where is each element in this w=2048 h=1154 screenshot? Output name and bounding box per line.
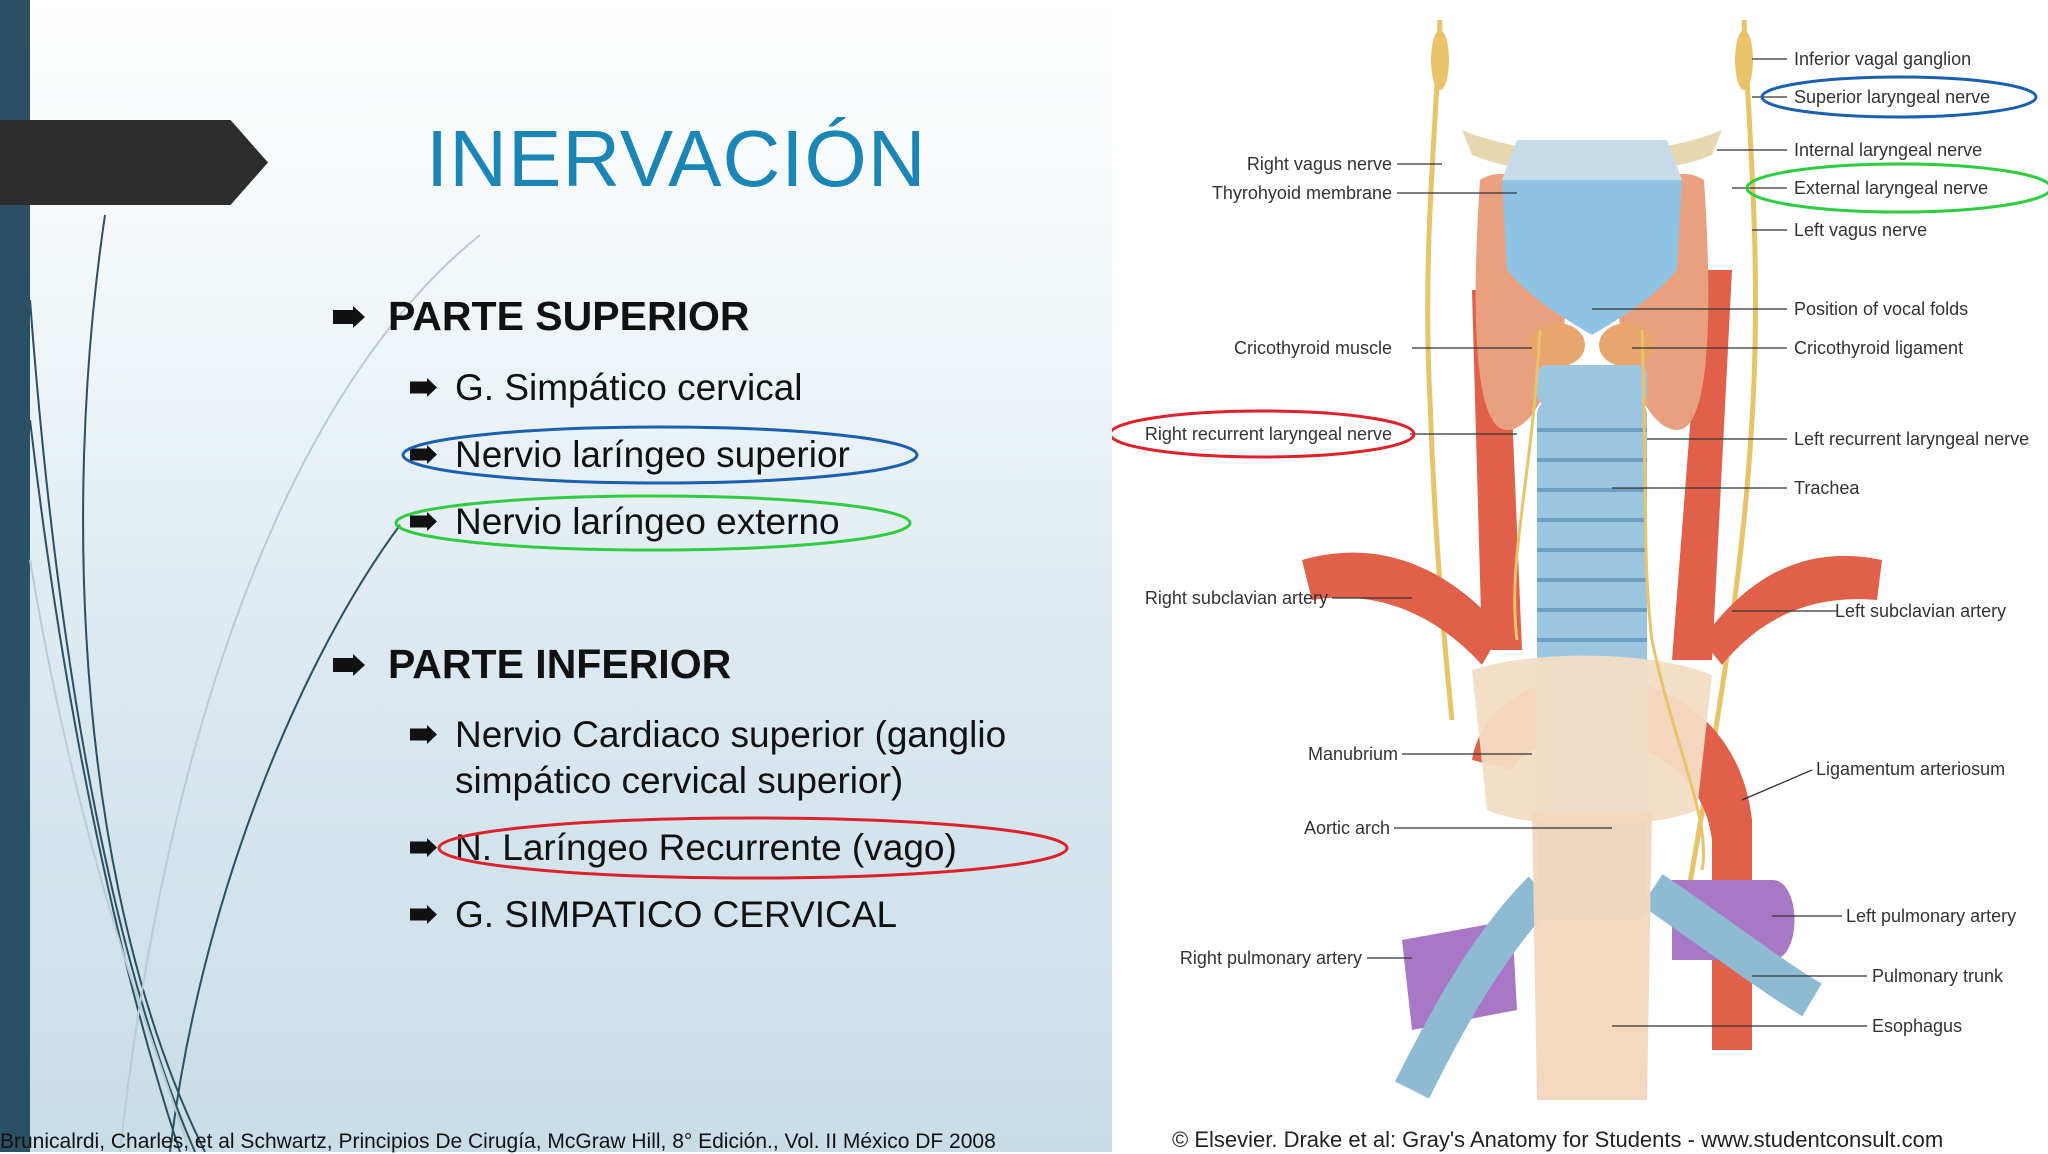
decorative-curves — [29, 214, 481, 1152]
figure-copyright: © Elsevier. Drake et al: Gray's Anatomy … — [1172, 1127, 1944, 1152]
figure-label: Esophagus — [1872, 1016, 1962, 1036]
slide-title: INERVACIÓN — [426, 114, 927, 203]
figure-label: Internal laryngeal nerve — [1794, 140, 1982, 160]
left-bronchus — [1641, 874, 1822, 1017]
bullet-arrow-icon — [410, 378, 437, 397]
highlight-ellipse-blue — [401, 425, 919, 485]
section-heading-inferior: PARTE INFERIOR — [388, 641, 732, 687]
figure-label: Right subclavian artery — [1145, 588, 1328, 608]
figure-label: External laryngeal nerve — [1794, 178, 1988, 198]
bullet-arrow-icon — [333, 654, 365, 676]
superior-item: G. Simpático cervical — [455, 367, 803, 408]
figure-label: Inferior vagal ganglion — [1794, 49, 1971, 69]
figure-label: Manubrium — [1308, 744, 1398, 764]
thyroid-cartilage — [1502, 180, 1682, 335]
bullet-arrow-icon — [410, 725, 437, 744]
figure-label: Thyrohyoid membrane — [1212, 183, 1392, 203]
figure-label: Cricothyroid muscle — [1234, 338, 1392, 358]
bullet-arrow-icon — [410, 838, 437, 857]
figure-label: Left subclavian artery — [1835, 601, 2006, 621]
figure-label: Left vagus nerve — [1794, 220, 1927, 240]
right-recurrent-laryngeal-nerve — [1513, 329, 1542, 641]
superior-item: Nervio laríngeo superior — [455, 434, 850, 475]
bullet-arrow-icon — [410, 445, 437, 464]
highlight-overlay — [394, 425, 1069, 880]
highlight-ellipse-green — [394, 494, 912, 552]
figure-label: Trachea — [1794, 478, 1860, 498]
bullet-arrow-icon — [410, 905, 437, 924]
figure-label: Cricothyroid ligament — [1794, 338, 1963, 358]
figure-label: Superior laryngeal nerve — [1794, 87, 1990, 107]
figure-label: Left recurrent laryngeal nerve — [1794, 429, 2029, 449]
right-bronchus — [1395, 876, 1556, 1099]
superior-item: Nervio laríngeo externo — [455, 501, 840, 542]
figure-label: Position of vocal folds — [1794, 299, 1968, 319]
inferior-item: N. Laríngeo Recurrente (vago) — [455, 827, 957, 868]
title-arrow-shape — [0, 120, 268, 205]
figure-label: Ligamentum arteriosum — [1816, 759, 2005, 779]
figure-label: Right recurrent laryngeal nerve — [1145, 424, 1392, 444]
bullet-arrow-icon — [333, 306, 365, 328]
figure-label: Left pulmonary artery — [1846, 906, 2016, 926]
figure-label: Right vagus nerve — [1247, 154, 1392, 174]
figure-highlight-blue — [1760, 75, 2038, 119]
bullet-arrow-icon — [410, 512, 437, 531]
inferior-item: G. SIMPATICO CERVICAL — [455, 894, 898, 935]
citation-text: Brunicalrdi, Charles, et al Schwartz, Pr… — [0, 1130, 996, 1153]
section-heading-superior: PARTE SUPERIOR — [388, 293, 750, 339]
figure-label: Aortic arch — [1304, 818, 1390, 838]
sternum-body — [1532, 810, 1652, 1100]
left-carotid-artery — [1672, 270, 1732, 660]
anatomy-figure: Right vagus nerve Thyrohyoid membrane Cr… — [1112, 0, 2048, 1152]
manubrium — [1472, 655, 1712, 825]
figure-highlight-red — [1112, 409, 1416, 459]
right-subclavian-artery — [1302, 552, 1502, 665]
figure-highlight-green — [1745, 162, 2048, 214]
figure-label: Pulmonary trunk — [1872, 966, 2004, 986]
left-recurrent-laryngeal-nerve — [1640, 329, 1706, 871]
inferior-item: Nervio Cardiaco superior (ganglio simpát… — [455, 714, 1007, 801]
figure-label: Right pulmonary artery — [1180, 948, 1362, 968]
highlight-ellipse-red — [437, 816, 1069, 880]
